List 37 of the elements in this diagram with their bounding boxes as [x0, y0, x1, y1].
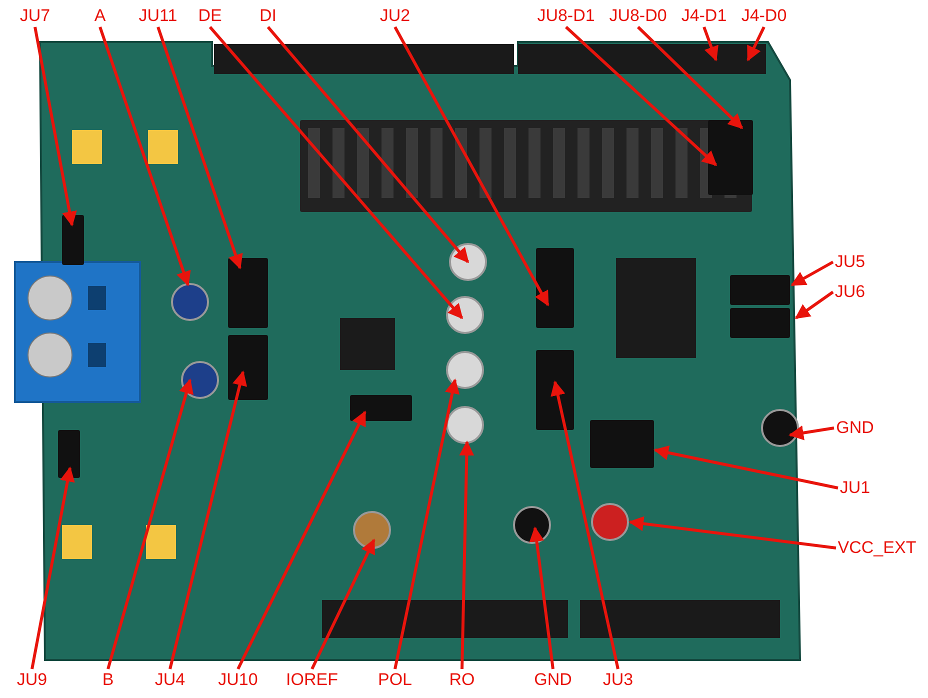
callout-label: JU4 — [154, 670, 186, 690]
callout-label: JU1 — [840, 478, 870, 498]
leader-line — [790, 260, 834, 286]
callout-label: DE — [198, 6, 222, 26]
leader-line — [266, 26, 470, 264]
callout-label: VCC_EXT — [838, 538, 916, 558]
callout-label: J4-D1 — [681, 6, 727, 26]
leader-line — [459, 440, 474, 670]
callout-label: A — [94, 6, 106, 26]
callout-label: J4-D0 — [741, 6, 787, 26]
leader-line — [788, 425, 834, 440]
callout-label: JU2 — [380, 6, 410, 26]
callout-label: JU7 — [20, 6, 50, 26]
callout-label: RO — [449, 670, 475, 690]
callout-label: JU8-D1 — [537, 6, 595, 26]
callout-label: B — [102, 670, 114, 690]
leader-line — [394, 26, 550, 306]
leader-line — [208, 26, 464, 320]
leader-line — [654, 445, 838, 490]
callout-label: JU3 — [602, 670, 634, 690]
leader-line — [628, 516, 836, 550]
leader-line — [636, 26, 744, 130]
callout-label: POL — [378, 670, 412, 690]
callout-label: JU9 — [16, 670, 48, 690]
leader-line — [564, 26, 718, 166]
leader-line — [794, 290, 834, 320]
callout-label: DI — [260, 6, 276, 26]
callout-label: GND — [836, 418, 874, 438]
callout-label: JU5 — [834, 252, 866, 272]
leader-line — [30, 466, 75, 670]
callout-label: JU10 — [218, 670, 258, 690]
callout-label: JU6 — [834, 282, 866, 302]
callout-label: IOREF — [286, 670, 338, 690]
callout-label: JU11 — [138, 6, 178, 26]
callout-label: GND — [534, 670, 572, 690]
leader-line — [34, 26, 77, 226]
callout-label: JU8-D0 — [609, 6, 667, 26]
